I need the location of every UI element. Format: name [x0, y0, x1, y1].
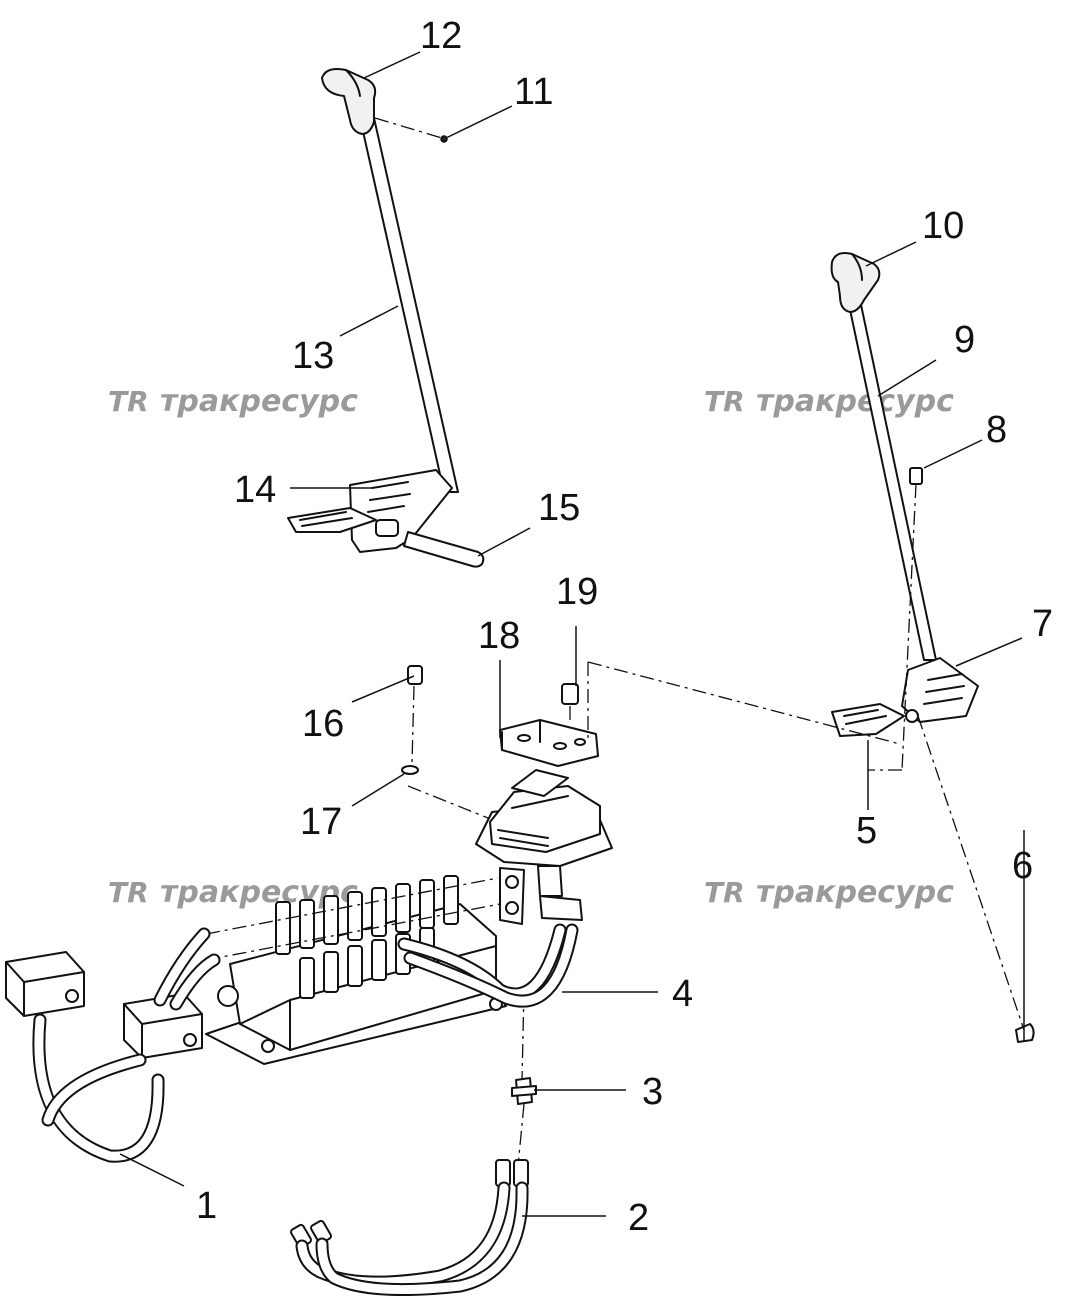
part-label-1: 1: [196, 1185, 217, 1227]
watermark-logo: TR: [108, 385, 149, 418]
part-label-10: 10: [922, 205, 964, 247]
part-label-16: 16: [302, 703, 344, 745]
lever-knob-10: [830, 252, 881, 313]
watermark-logo: TR: [108, 876, 149, 909]
part-label-6: 6: [1012, 845, 1033, 887]
part-number-labels: 1 2 3 4 5 6 7 8 9 10 11 12 13 14 15 16 1…: [196, 15, 1053, 1239]
watermark-mid-left: TR тракресурс: [108, 875, 358, 910]
right-lever-assembly: [830, 252, 1035, 1043]
left-lever-assembly: [287, 68, 485, 568]
part-label-17: 17: [300, 801, 342, 843]
pin-11: [440, 135, 448, 143]
part-label-4: 4: [672, 973, 693, 1015]
bracket-assembly: [401, 661, 901, 819]
bolt-8: [909, 467, 923, 485]
watermark-text: тракресурс: [756, 384, 954, 419]
hose-4: [397, 923, 579, 1008]
part-label-8: 8: [986, 409, 1007, 451]
watermark-top-right: TR тракресурс: [704, 384, 954, 419]
valve-block-left: [5, 951, 85, 1017]
watermark-mid-right: TR тракресурс: [704, 875, 954, 910]
part-label-7: 7: [1032, 603, 1053, 645]
hose-assembly-2: [290, 1159, 529, 1296]
part-label-5: 5: [856, 810, 877, 852]
watermark-logo: TR: [704, 385, 745, 418]
hose-assembly-1: [5, 927, 221, 1163]
lever-rod-13: [359, 117, 459, 493]
part-label-3: 3: [642, 1071, 663, 1113]
part-label-2: 2: [628, 1197, 649, 1239]
fitting-3: [511, 1077, 537, 1167]
bolt-6: [1015, 1023, 1035, 1043]
part-label-12: 12: [420, 15, 462, 57]
part-label-9: 9: [954, 319, 975, 361]
watermark-logo: TR: [704, 876, 745, 909]
bolt-19: [561, 683, 579, 705]
pin-15: [403, 531, 485, 568]
pilot-valve-block: [475, 769, 613, 925]
watermark-text: тракресурс: [756, 875, 954, 910]
part-label-11: 11: [514, 71, 553, 113]
bolt-16: [407, 665, 423, 685]
watermark-text: тракресурс: [160, 384, 358, 419]
part-label-13: 13: [292, 335, 334, 377]
part-label-15: 15: [538, 487, 580, 529]
part-label-14: 14: [234, 469, 276, 511]
part-label-19: 19: [556, 571, 598, 613]
part-label-18: 18: [478, 615, 520, 657]
pedal-foot-plate: [287, 507, 377, 533]
leader-lines: [119, 51, 1025, 1217]
watermark-top-left: TR тракресурс: [108, 384, 358, 419]
washer-17: [401, 765, 419, 775]
control-valve-bank: [205, 875, 525, 1081]
lever-knob-12: [321, 68, 377, 135]
